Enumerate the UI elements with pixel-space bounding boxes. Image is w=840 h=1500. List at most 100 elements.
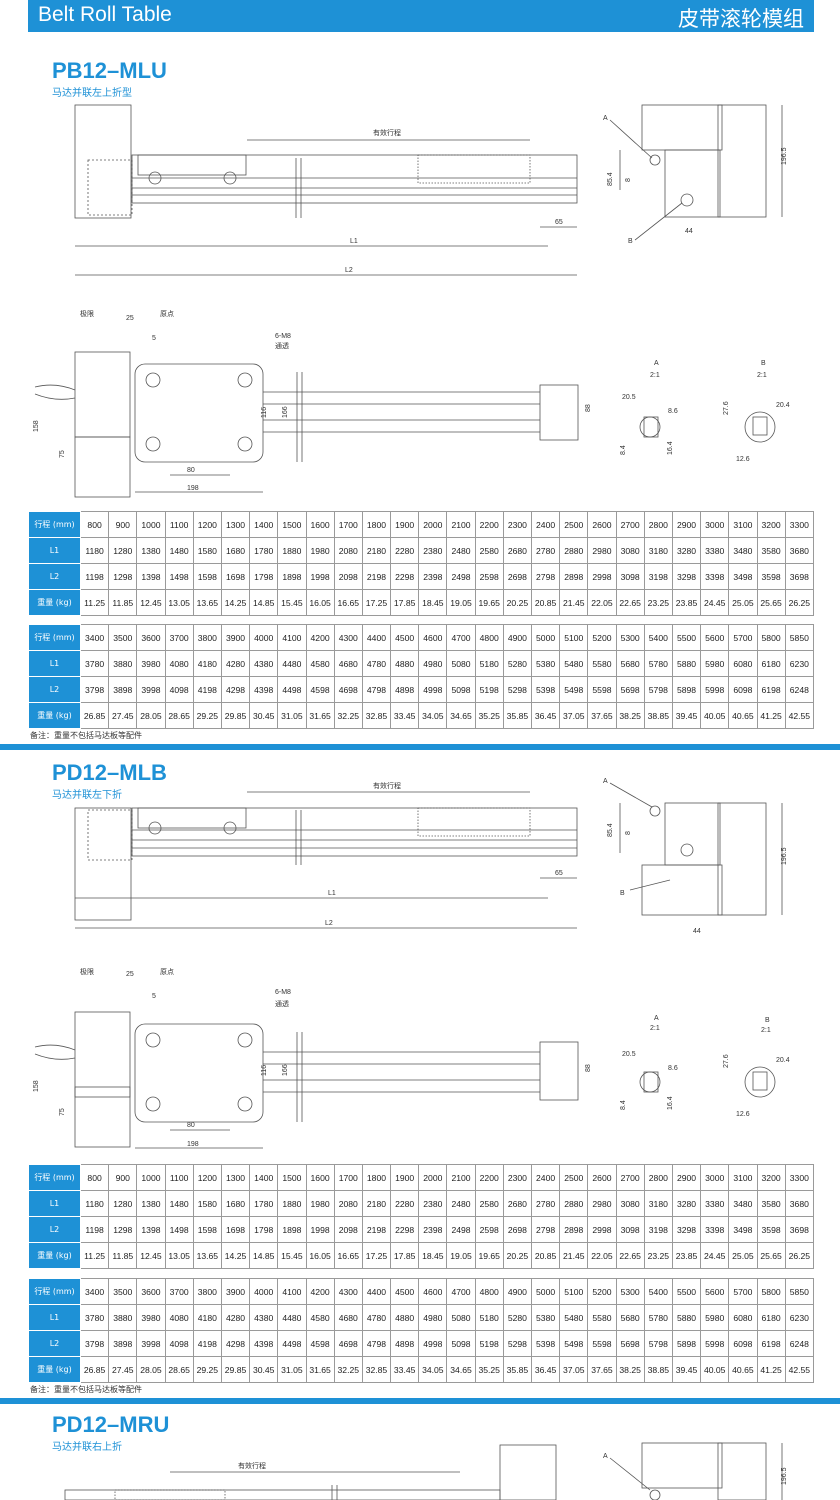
label-through: 通透 bbox=[275, 341, 289, 350]
model-subtitle: 马达并联左上折型 bbox=[52, 88, 132, 99]
table-cell: 4280 bbox=[220, 650, 251, 677]
table-cell: 1200 bbox=[192, 1164, 222, 1191]
table-cell: 16.05 bbox=[305, 589, 335, 616]
table-cell: 26.25 bbox=[784, 589, 815, 616]
table-cell: 1498 bbox=[164, 1216, 194, 1243]
table-cell: 800 bbox=[79, 1164, 110, 1191]
table-cell: 4180 bbox=[192, 650, 222, 677]
table-cell: 20.85 bbox=[530, 1242, 561, 1269]
table-cell: 3100 bbox=[728, 511, 758, 538]
table-cell: 4380 bbox=[249, 650, 279, 677]
table-cell: 2400 bbox=[530, 1164, 561, 1191]
row-header-l2: L2 bbox=[28, 563, 81, 590]
dim-5: 5 bbox=[152, 993, 156, 1000]
table-cell: 3780 bbox=[79, 1304, 110, 1331]
table-cell: 1998 bbox=[305, 563, 335, 590]
table-cell: 2698 bbox=[502, 1216, 533, 1243]
table-cell: 4298 bbox=[220, 1330, 251, 1357]
table-cell: 29.25 bbox=[192, 1356, 222, 1383]
dim-196-5: 196.5 bbox=[781, 847, 788, 865]
table-cell: 5298 bbox=[502, 1330, 533, 1357]
table-cell: 2580 bbox=[474, 537, 504, 564]
table-cell: 5980 bbox=[700, 1304, 730, 1331]
table-cell: 3580 bbox=[756, 537, 786, 564]
label-scale-a: 2:1 bbox=[650, 1025, 660, 1032]
table-cell: 30.45 bbox=[249, 1356, 279, 1383]
table-cell: 3980 bbox=[136, 650, 166, 677]
table-cell: 1180 bbox=[79, 537, 110, 564]
table-cell: 5480 bbox=[559, 1304, 589, 1331]
table-cell: 4098 bbox=[164, 1330, 194, 1357]
table-cell: 38.25 bbox=[615, 1356, 645, 1383]
table-cell: 1298 bbox=[108, 563, 138, 590]
table-cell: 35.85 bbox=[502, 702, 533, 729]
table-cell: 34.65 bbox=[446, 702, 476, 729]
table-cell: 12.45 bbox=[136, 1242, 166, 1269]
table-cell: 2380 bbox=[418, 1190, 448, 1217]
dim-8-6: 8.6 bbox=[668, 408, 678, 415]
table-cell: 5998 bbox=[700, 676, 730, 703]
table-cell: 26.85 bbox=[79, 702, 110, 729]
table-cell: 3280 bbox=[671, 537, 702, 564]
table-cell: 4198 bbox=[192, 676, 222, 703]
table-cell: 2380 bbox=[418, 537, 448, 564]
table-cell: 5100 bbox=[559, 1278, 589, 1305]
table-cell: 6230 bbox=[784, 650, 815, 677]
table-cell: 34.05 bbox=[418, 702, 448, 729]
table-cell: 1000 bbox=[136, 511, 166, 538]
table-cell: 34.65 bbox=[446, 1356, 476, 1383]
table-cell: 4698 bbox=[333, 676, 363, 703]
table-cell: 11.85 bbox=[108, 1242, 138, 1269]
row-header-l1: L1 bbox=[28, 537, 81, 564]
dim-8: 8 bbox=[625, 831, 632, 835]
row-header-stroke: 行程 (mm) bbox=[28, 624, 81, 651]
table-cell: 3180 bbox=[643, 537, 673, 564]
table-cell: 4980 bbox=[418, 1304, 448, 1331]
table-cell: 5998 bbox=[700, 1330, 730, 1357]
table-cell: 3698 bbox=[784, 563, 815, 590]
label-detail-a: A bbox=[654, 360, 659, 367]
table-cell: 2498 bbox=[446, 563, 476, 590]
table-cell: 4480 bbox=[277, 1304, 307, 1331]
table-cell: 3000 bbox=[700, 511, 730, 538]
table-cell: 1500 bbox=[277, 1164, 307, 1191]
table-cell: 3500 bbox=[108, 624, 138, 651]
table-cell: 1880 bbox=[277, 1190, 307, 1217]
table-cell: 3200 bbox=[756, 1164, 786, 1191]
table-cell: 27.45 bbox=[108, 702, 138, 729]
table-cell: 39.45 bbox=[671, 702, 702, 729]
table-cell: 2300 bbox=[502, 1164, 533, 1191]
table-cell: 2298 bbox=[390, 563, 420, 590]
table-cell: 29.85 bbox=[220, 1356, 251, 1383]
model-subtitle: 马达并联左下折 bbox=[52, 790, 122, 801]
label-through: 通透 bbox=[275, 999, 289, 1008]
table-cell: 4600 bbox=[418, 624, 448, 651]
dim-116: 116 bbox=[261, 1065, 268, 1076]
table-cell: 1898 bbox=[277, 1216, 307, 1243]
row-header-l1: L1 bbox=[28, 650, 81, 677]
label-a: A bbox=[603, 1453, 608, 1460]
dim-l1: L1 bbox=[350, 238, 358, 245]
side-view-drawing: 有效行程 L1 L2 65 bbox=[74, 781, 578, 929]
table-cell: 3898 bbox=[108, 676, 138, 703]
side-view-drawing: 有效行程 bbox=[64, 1444, 557, 1500]
table-cell: 1700 bbox=[333, 1164, 363, 1191]
table-cell: 4000 bbox=[249, 624, 279, 651]
table-cell: 4398 bbox=[249, 676, 279, 703]
table-cell: 31.65 bbox=[305, 1356, 335, 1383]
dim-80: 80 bbox=[187, 467, 195, 474]
table-cell: 31.65 bbox=[305, 702, 335, 729]
table-cell: 4998 bbox=[418, 676, 448, 703]
table-cell: 23.85 bbox=[671, 589, 702, 616]
table-cell: 3398 bbox=[700, 1216, 730, 1243]
table-cell: 40.05 bbox=[700, 702, 730, 729]
table-cell: 5080 bbox=[446, 650, 476, 677]
table-cell: 4600 bbox=[418, 1278, 448, 1305]
table-cell: 1898 bbox=[277, 563, 307, 590]
